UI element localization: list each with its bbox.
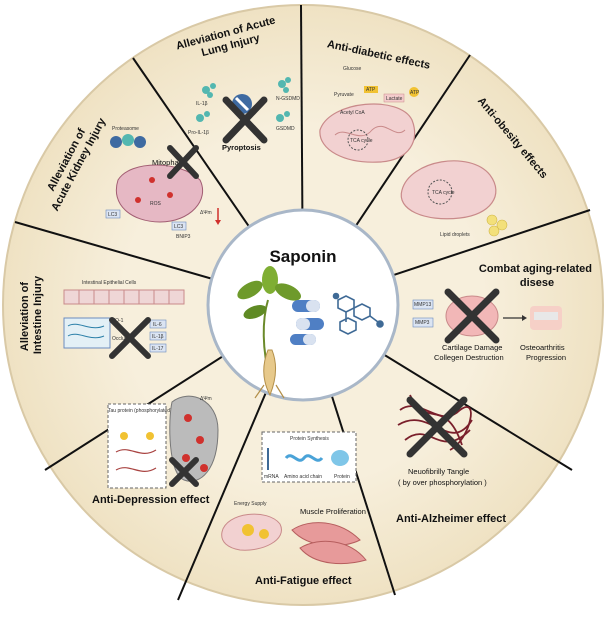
aging-label-mmp3: MMP3 (415, 320, 430, 326)
aging-title-line2: disese (520, 277, 554, 289)
aging-label-mmp13: MMP13 (414, 302, 431, 308)
depression-label-dpsi: ΔΨm (200, 396, 212, 402)
fatigue-title: Anti-Fatigue effect (255, 575, 352, 587)
sector-depression: Tau protein (phosphorylated) ΔΨm Anti-De… (92, 395, 219, 506)
kidney-label-bnip3: BNIP3 (176, 234, 191, 240)
kidney-label-mitophagy: Mitophagy (152, 158, 187, 167)
aging-label-progression: Progression (526, 353, 566, 362)
aging-cross-icon (444, 288, 500, 344)
intestine-title-line2: Intestine Injury (32, 275, 44, 354)
svg-text:Alleviation of Intestine: Alleviation of Intestine Injury (19, 275, 44, 354)
lung-cross-icon (222, 96, 268, 144)
capsule-icons (290, 300, 324, 345)
lung-label-il1b: IL-1β (196, 101, 208, 107)
aging-title-line1: Combat aging-related (479, 263, 592, 275)
center-title: Saponin (269, 247, 336, 266)
depression-title: Anti-Depression effect (92, 494, 210, 506)
kidney-cross-icon (167, 145, 199, 179)
diabetic-label-pyruvate: Pyruvate (334, 92, 354, 98)
fatigue-label-muscle: Muscle Proliferation (300, 507, 366, 516)
aging-label-osteo: Osteoarthritis (520, 343, 565, 352)
fatigue-label-amino: Amino acid chain (284, 474, 322, 480)
molecule-structure-icon (332, 292, 384, 335)
sector-fatigue: Protein Synthesis mRNA Amino acid chain … (221, 431, 367, 587)
intestine-label-il17: IL-17 (152, 346, 164, 352)
sector-aging: Combat aging-related disese MMP13 MMP3 C… (412, 263, 595, 362)
diabetic-label-lactate: Lactate (386, 96, 403, 102)
alzheimer-label-tangle: Neuofibrilly Tangle (408, 467, 469, 476)
intestine-label-il1b: IL-1β (152, 334, 164, 340)
intestine-title-line1: Alleviation of (19, 282, 31, 351)
obesity-label-tca: TCA cycle (432, 190, 455, 196)
alzheimer-cross-icon (406, 396, 468, 458)
kidney-label-proteasome: Proteasome (112, 126, 139, 132)
intestine-cross-icon (109, 317, 151, 359)
ginseng-plant-illustration (237, 266, 302, 399)
diabetic-label-tca: TCA cycle (350, 138, 373, 144)
lung-label-gsdmd: GSDMD (276, 126, 295, 132)
sector-alzheimer: Neuofibrilly Tangle ( by over phosphoryl… (396, 394, 506, 525)
kidney-label-lc3b: LC3 (174, 224, 183, 230)
intestine-label-il6: IL-6 (153, 322, 162, 328)
obesity-label-lipid: Lipid droplets (440, 232, 470, 238)
intestine-label-epithelial: Intestinal Epithelial Cells (82, 280, 137, 286)
kidney-label-ros: ROS (150, 201, 162, 207)
intestine-label-zo1: ZO-1 (112, 318, 124, 324)
lung-label-pyroptosis: Pyroptosis (222, 143, 261, 152)
lung-label-ngsdmd: N-GSDMD (276, 96, 300, 102)
fatigue-label-mrna: mRNA (264, 474, 279, 480)
depression-label-tau: Tau protein (phosphorylated) (108, 408, 172, 414)
aging-label-cartilage: Cartilage Damage (442, 343, 502, 352)
intestine-label-occludin: Occludin (112, 336, 132, 342)
diabetic-label-acetylcoa: Acetyl CoA (340, 110, 365, 116)
sector-kidney: Alleviation of Acute Kidney Injury Prote… (45, 115, 221, 240)
aging-label-collagen: Collegen Destruction (434, 353, 504, 362)
kidney-label-lc3a: LC3 (108, 212, 117, 218)
diabetic-label-atp2: ATP (410, 90, 420, 96)
alzheimer-label-phos: ( by over phosphorylation ) (398, 478, 487, 487)
kidney-label-dpsi: ΔΨm (200, 210, 212, 216)
fatigue-label-protein-synthesis: Protein Synthesis (290, 436, 329, 442)
diabetic-label-atp: ATP (366, 87, 376, 93)
lung-label-pro-il1b: Pro-IL-1β (188, 130, 209, 136)
fatigue-label-protein: Protein (334, 474, 350, 480)
depression-cross-icon (169, 457, 199, 487)
diabetic-label-glucose: Glucose (343, 66, 362, 72)
alzheimer-title: Anti-Alzheimer effect (396, 513, 506, 525)
fatigue-label-energy: Energy Supply (234, 501, 267, 507)
sector-intestine: Alleviation of Intestine Injury Intestin… (19, 275, 185, 359)
svg-text:Combat aging-related dis: Combat aging-related disese (479, 263, 595, 289)
